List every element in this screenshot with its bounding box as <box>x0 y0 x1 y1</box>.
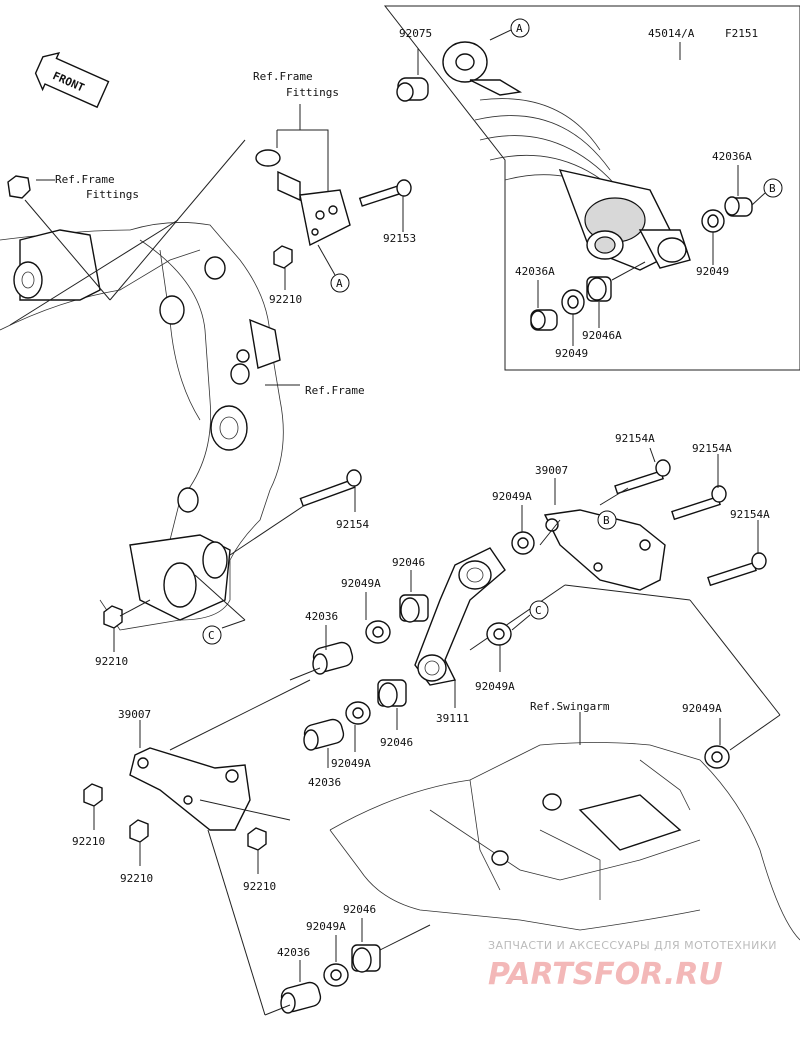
main-frame <box>0 222 284 631</box>
rear-shock-absorber <box>442 41 691 271</box>
label-92046-3: 92046 <box>343 903 376 916</box>
bolt-92154a-3 <box>707 552 767 587</box>
label-92049a-4: 92049A <box>331 757 371 770</box>
seal-92049a-3 <box>486 622 512 646</box>
label-92154a-1: 92154A <box>615 432 655 445</box>
frame-fitting-washer <box>255 149 281 167</box>
nut-frame-fitting-left <box>7 175 31 199</box>
label-92049a-3: 92049A <box>475 680 515 693</box>
label-ref-frame-fittings-top-2: Fittings <box>286 86 339 99</box>
nut-92210-c <box>247 827 267 851</box>
label-92210-mid: 92210 <box>95 655 128 668</box>
bolt-92153 <box>358 179 412 207</box>
marker-c-1: C <box>529 600 549 620</box>
label-92210-b: 92210 <box>120 872 153 885</box>
label-39007-left: 39007 <box>118 708 151 721</box>
label-42036a-right: 42036A <box>712 150 752 163</box>
bolt-92154a-1 <box>614 459 671 495</box>
svg-text:C: C <box>535 604 542 617</box>
svg-text:A: A <box>516 22 523 35</box>
bearing-92046a <box>586 276 612 302</box>
label-92154: 92154 <box>336 518 369 531</box>
nut-92210-mid <box>103 605 123 629</box>
marker-a-1: A <box>510 18 530 38</box>
svg-text:B: B <box>769 182 776 195</box>
label-92210-c: 92210 <box>243 880 276 893</box>
seal-92049a-5 <box>704 745 730 769</box>
nut-92210-b <box>129 819 149 843</box>
label-92210-a: 92210 <box>72 835 105 848</box>
watermark-logo: PARTSFOR.RU <box>488 957 723 992</box>
bushing-92075 <box>396 77 429 102</box>
front-arrow-icon: FRONT <box>34 51 110 109</box>
label-92049-bottom: 92049 <box>555 347 588 360</box>
label-92049-right: 92049 <box>696 265 729 278</box>
shock-assembly-frame <box>383 5 800 371</box>
bearing-92046-2 <box>377 679 407 708</box>
label-92046-1: 92046 <box>392 556 425 569</box>
label-ref-frame-fittings-top-1: Ref.Frame <box>253 70 313 83</box>
label-42036a-left: 42036A <box>515 265 555 278</box>
diagram-code: F2151 <box>725 27 758 40</box>
label-45014a: 45014/A <box>648 27 695 40</box>
rocker-arm-39111 <box>414 547 506 686</box>
marker-b-2: B <box>597 510 617 530</box>
seal-92049-right <box>701 209 725 233</box>
label-92049a-5: 92049A <box>682 702 722 715</box>
label-92153: 92153 <box>383 232 416 245</box>
label-92049a-6: 92049A <box>306 920 346 933</box>
svg-text:B: B <box>603 514 610 527</box>
collar-42036-2 <box>303 718 345 751</box>
label-42036-2: 42036 <box>308 776 341 789</box>
svg-text:C: C <box>208 629 215 642</box>
label-ref-swingarm: Ref.Swingarm <box>530 700 610 713</box>
label-39111: 39111 <box>436 712 469 725</box>
label-92075: 92075 <box>399 27 432 40</box>
collar-42036-1 <box>312 641 354 675</box>
label-92046a: 92046A <box>582 329 622 342</box>
label-92049a-1: 92049A <box>492 490 532 503</box>
collar-42036a-left <box>530 309 558 331</box>
seal-92049a-1 <box>511 531 535 555</box>
label-ref-frame-fittings-left-2: Fittings <box>86 188 139 201</box>
collar-42036a-right <box>724 196 753 217</box>
label-42036-1: 42036 <box>305 610 338 623</box>
watermark-tagline: ЗАПЧАСТИ И АКСЕССУАРЫ ДЛЯ МОТОТЕХНИКИ <box>488 939 777 952</box>
label-92046-2: 92046 <box>380 736 413 749</box>
svg-text:A: A <box>336 277 343 290</box>
seal-92049a-4 <box>345 701 371 725</box>
bolt-92154a-2 <box>671 485 727 521</box>
label-ref-frame: Ref.Frame <box>305 384 365 397</box>
marker-a-2: A <box>330 273 350 293</box>
label-92210-top: 92210 <box>269 293 302 306</box>
collar-42036-3 <box>280 981 322 1014</box>
frame-fitting-bracket <box>299 189 351 247</box>
nut-92210-a <box>83 783 103 807</box>
label-42036-3: 42036 <box>277 946 310 959</box>
label-92154a-2: 92154A <box>692 442 732 455</box>
swingarm <box>329 742 800 941</box>
marker-b-1: B <box>763 178 783 198</box>
label-ref-frame-fittings-left-1: Ref.Frame <box>55 173 115 186</box>
marker-c-2: C <box>202 625 222 645</box>
tie-rod-plate-39007-left <box>129 747 251 831</box>
label-92154a-3: 92154A <box>730 508 770 521</box>
bolt-92154 <box>299 469 362 507</box>
seal-92049a-2 <box>365 620 391 644</box>
seal-92049a-6 <box>323 963 349 987</box>
bearing-92046-1 <box>399 594 429 623</box>
label-92049a-2: 92049A <box>341 577 381 590</box>
label-39007-right: 39007 <box>535 464 568 477</box>
frame-fitting-stud <box>277 170 301 202</box>
nut-92210-top <box>273 245 293 269</box>
bearing-92046-3 <box>351 944 381 973</box>
seal-92049-lower <box>561 289 585 315</box>
